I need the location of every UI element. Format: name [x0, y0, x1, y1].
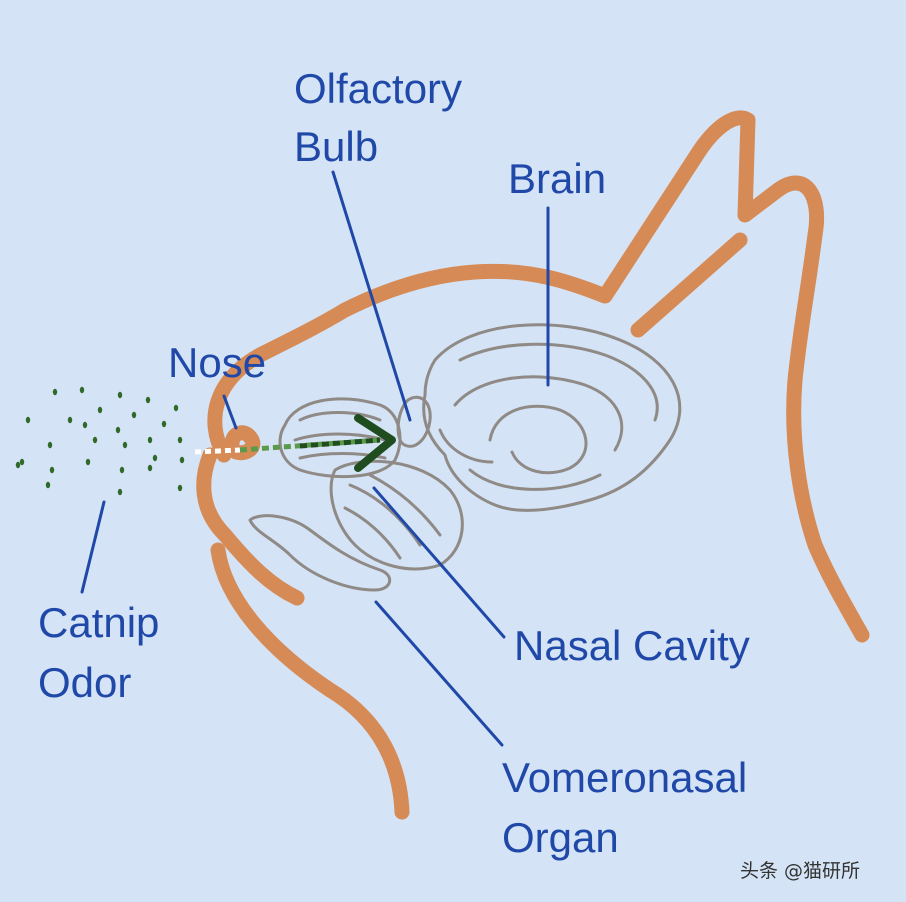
head-chin-outline: [196, 447, 305, 606]
turbinate-lower-fold-2: [368, 473, 442, 537]
vomeronasal-organ-label-line-1: Vomeronasal: [502, 754, 747, 801]
odor-particle: [49, 466, 55, 474]
odor-particle: [147, 464, 153, 472]
brain-gyrus-2: [453, 375, 624, 452]
odor-particle: [25, 416, 31, 424]
odor-particle: [47, 441, 53, 449]
turbinate-upper-outer: [278, 397, 402, 478]
odor-particle: [67, 416, 73, 424]
odor-particle: [85, 458, 91, 466]
odor-particle: [82, 421, 88, 429]
head-top-outline: [207, 110, 870, 643]
catnip-odor-label-line-1: Catnip: [38, 599, 159, 646]
odor-particle: [152, 454, 158, 462]
turbinate-lower-fold-1: [348, 483, 422, 547]
airflow-dashes-dark: [299, 437, 381, 449]
nose-label: Nose: [168, 339, 266, 386]
odor-particle: [19, 458, 25, 466]
odor-particle: [145, 396, 151, 404]
odor-particle: [179, 456, 185, 464]
turbinate-lower-fold-3: [343, 506, 402, 560]
odor-particle: [173, 404, 179, 412]
vomeronasal-organ-label-line-2: Organ: [502, 814, 619, 861]
odor-particle: [177, 484, 183, 492]
odor-particle: [117, 391, 123, 399]
brain-gyrus-1: [458, 342, 659, 422]
olfactory-bulb-label-line-1: Olfactory: [294, 65, 462, 112]
source-watermark: 头条 @猫研所: [740, 860, 860, 882]
odor-particle: [119, 466, 125, 474]
turbinate-upper-fold-1: [298, 411, 382, 422]
nose-tip-outline: [224, 425, 261, 461]
catnip-odor-leader: [80, 500, 106, 594]
brain-label: Brain: [508, 155, 606, 202]
odor-particle: [131, 411, 137, 419]
airflow-dashes-white: [194, 447, 241, 455]
brain-gyrus-4: [468, 468, 602, 491]
odor-particle: [117, 488, 123, 496]
airflow-arrowhead: [354, 414, 396, 472]
brain-outline: [422, 323, 682, 512]
odor-particle: [147, 436, 153, 444]
nasal-cavity-label: Nasal Cavity: [514, 622, 750, 669]
head-throat-outline: [210, 542, 410, 820]
nasal-cavity-leader: [372, 486, 506, 639]
catnip-odor-particles: [15, 386, 185, 496]
vomeronasal-organ-leader: [374, 600, 504, 747]
olfactory-bulb-label-line-2: Bulb: [294, 123, 378, 170]
odor-particle: [115, 426, 121, 434]
odor-particle: [92, 436, 98, 444]
olfactory-bulb-leader: [331, 170, 412, 422]
odor-particle: [161, 420, 167, 428]
brain-outer-contour: [422, 323, 682, 512]
vomeronasal-organ-outline: [248, 514, 391, 592]
odor-particle: [122, 441, 128, 449]
labels: Olfactory Bulb Brain Nose Catnip Odor Na…: [38, 65, 750, 861]
cat-head-outline: [196, 110, 870, 820]
airflow-arrow: [194, 414, 396, 472]
brain-gyrus-3: [488, 404, 588, 475]
catnip-odor-label-line-2: Odor: [38, 659, 131, 706]
odor-particle: [177, 436, 183, 444]
head-inner-ear-outline: [630, 232, 748, 338]
brain-gyrus-5: [438, 428, 494, 464]
odor-particle: [79, 386, 85, 394]
leader-lines: [80, 170, 550, 747]
nose-leader: [222, 394, 238, 430]
odor-particle: [52, 388, 58, 396]
odor-particle: [15, 461, 21, 469]
odor-particle: [45, 481, 51, 489]
odor-particle: [97, 406, 103, 414]
